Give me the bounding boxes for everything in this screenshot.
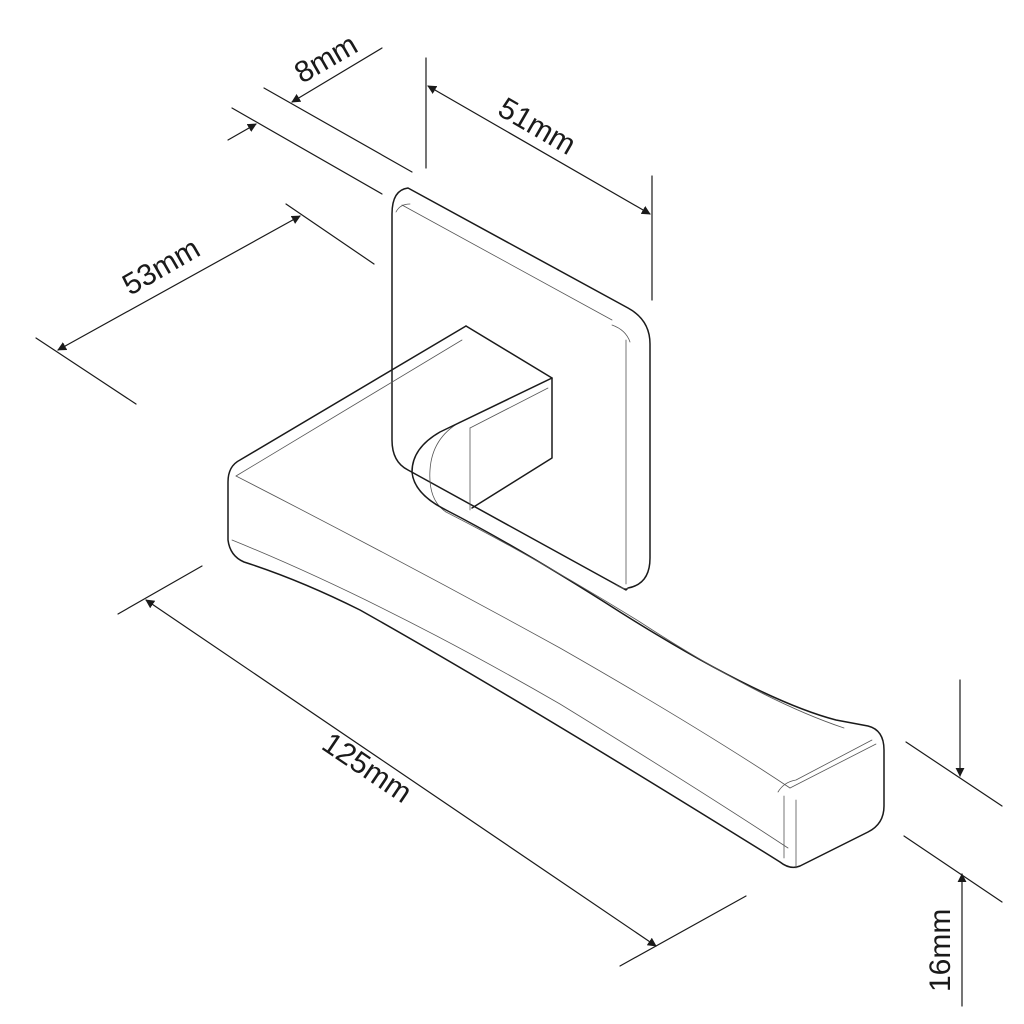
dimension-label-16mm: 16mm bbox=[924, 909, 957, 992]
dimension-125mm: 125mm bbox=[117, 565, 747, 967]
lever-neck bbox=[429, 325, 553, 513]
dimension-label-125mm: 125mm bbox=[316, 726, 417, 809]
dimension-16mm: 16mm bbox=[903, 679, 1003, 1007]
lever-body bbox=[227, 325, 885, 869]
rose-plate bbox=[391, 187, 651, 591]
dimension-label-53mm: 53mm bbox=[117, 232, 206, 302]
dimension-51mm: 51mm bbox=[425, 57, 653, 301]
dimension-label-51mm: 51mm bbox=[493, 91, 582, 161]
dimension-53mm: 53mm bbox=[35, 203, 375, 405]
dimension-label-8mm: 8mm bbox=[289, 28, 363, 90]
dimension-8mm: 8mm bbox=[227, 28, 413, 195]
